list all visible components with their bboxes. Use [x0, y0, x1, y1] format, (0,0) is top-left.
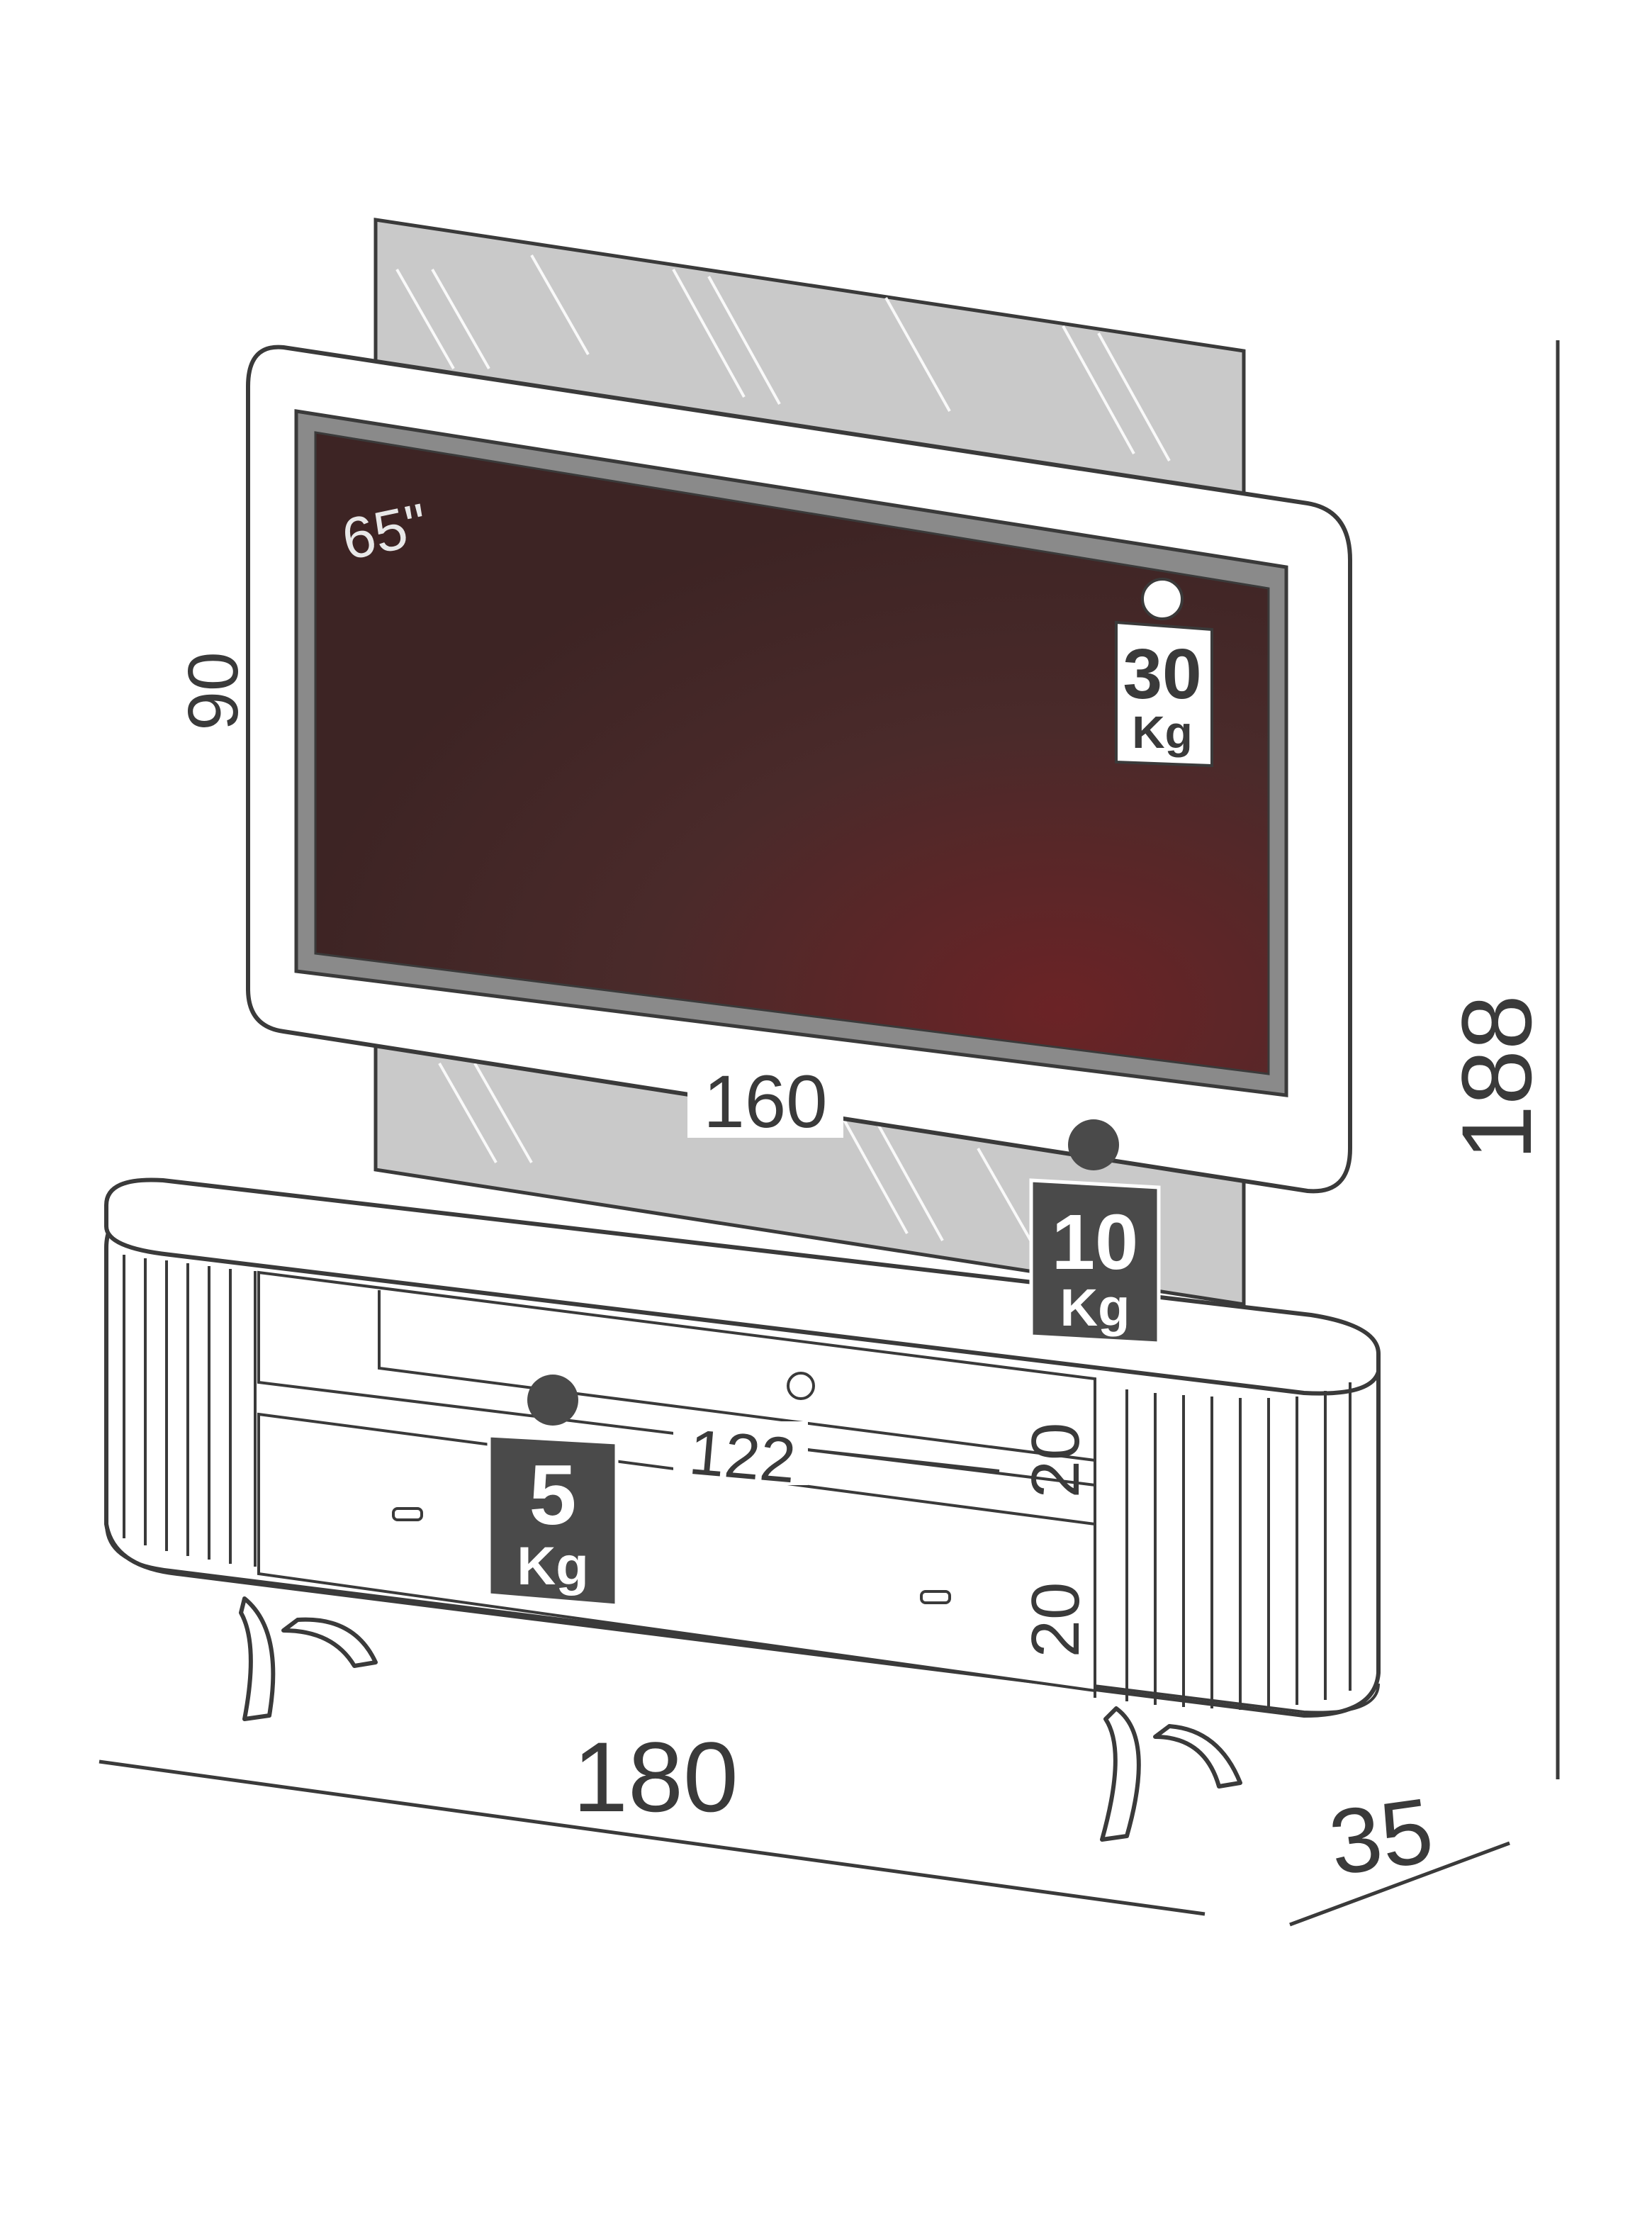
tv: 65": [246, 345, 1352, 1194]
tv-weight-value: 30: [1123, 634, 1201, 714]
depth-label: 35: [1323, 1778, 1439, 1895]
shelf-weight-unit: Kg: [517, 1536, 588, 1596]
shelf-width-label: 122: [686, 1417, 798, 1497]
tv-weight-badge: 30 Kg: [1115, 578, 1213, 768]
top-weight-badge: 10 Kg: [1029, 1119, 1161, 1345]
shelf-weight-badge: 5 Kg: [487, 1375, 619, 1608]
dimension-lines: [99, 340, 1560, 1927]
tv-width-label-bg: [687, 1060, 843, 1138]
total-height-label: 188: [1441, 995, 1552, 1160]
total-width-label: 180: [573, 1721, 738, 1832]
tv-weight-unit: Kg: [1132, 707, 1192, 758]
drawer-height-lower-label: 20: [1018, 1582, 1094, 1658]
drawer-height-upper-label: 20: [1018, 1423, 1094, 1499]
panel-height-label: 90: [174, 651, 253, 730]
top-weight-value: 10: [1052, 1199, 1138, 1286]
tv-screen: [314, 431, 1270, 1075]
shelf-width-label-bg: [673, 1421, 808, 1485]
shelf-weight-value: 5: [529, 1448, 577, 1543]
tv-width-label: 160: [703, 1060, 827, 1143]
top-weight-unit: Kg: [1060, 1278, 1130, 1337]
